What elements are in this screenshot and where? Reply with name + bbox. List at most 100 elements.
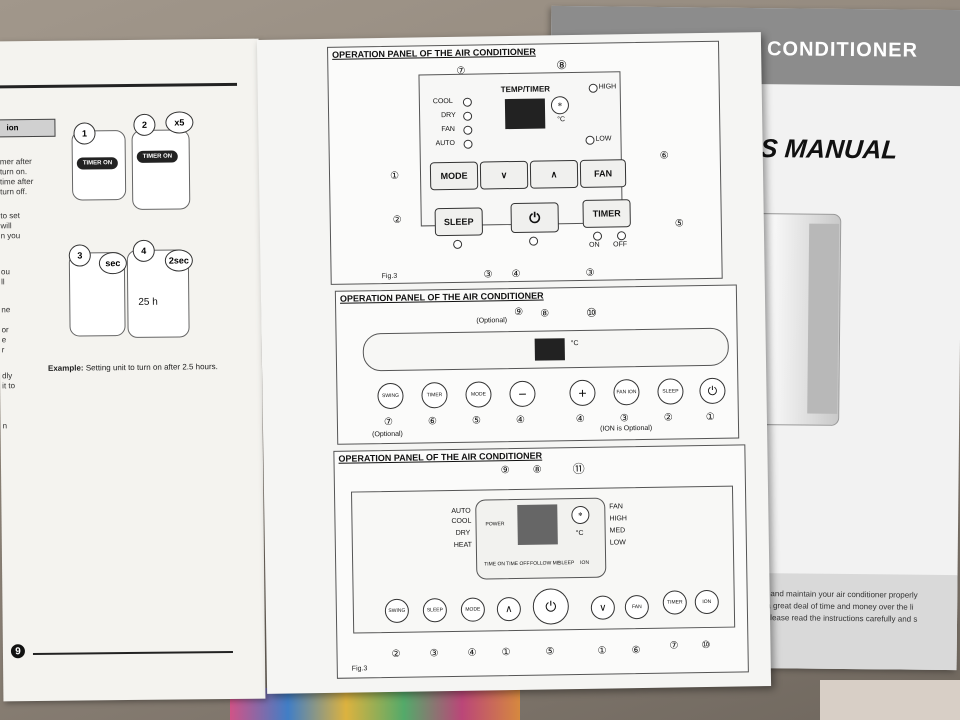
low-label: LOW bbox=[595, 135, 612, 143]
callout-1: ① bbox=[501, 647, 511, 659]
callout-6: ⑥ bbox=[427, 416, 437, 428]
callout-8: ⑧ bbox=[556, 58, 568, 73]
callout-4: ④ bbox=[515, 414, 525, 426]
fan-ion-button[interactable]: FAN ION bbox=[613, 379, 640, 406]
step-badge: 3 bbox=[68, 244, 91, 267]
ion-optional-note: (ION is Optional) bbox=[599, 424, 653, 433]
callout-4: ④ bbox=[467, 647, 477, 659]
text-fragment: dly bbox=[2, 371, 13, 381]
text-fragment: ll bbox=[1, 277, 5, 287]
callout-10: ⑩ bbox=[701, 639, 711, 652]
callout-1: ① bbox=[705, 411, 715, 423]
indicator-time-on: TIME ON bbox=[484, 561, 506, 568]
page-number: 9 bbox=[10, 644, 26, 659]
section-tab: ion bbox=[0, 118, 56, 138]
mode-label-dry: DRY bbox=[441, 111, 456, 120]
mode-button[interactable]: MODE bbox=[465, 381, 492, 408]
callout-6: ⑥ bbox=[631, 645, 641, 657]
led-low bbox=[585, 135, 595, 145]
panel-3: OPERATION PANEL OF THE AIR CONDITIONER ⑨… bbox=[333, 444, 749, 679]
timer-button[interactable]: TIMER bbox=[582, 199, 631, 228]
callout-7: ⑦ bbox=[383, 416, 393, 429]
led-timer-on bbox=[592, 231, 603, 241]
panel-title: OPERATION PANEL OF THE AIR CONDITIONER bbox=[332, 46, 536, 60]
panel-1: OPERATION PANEL OF THE AIR CONDITIONER C… bbox=[327, 40, 723, 285]
temp-timer-label: TEMP/TIMER bbox=[500, 84, 551, 95]
top-rule bbox=[0, 82, 238, 89]
example-label: Example: bbox=[47, 363, 84, 373]
led-cool bbox=[462, 97, 472, 107]
text-fragment: ou bbox=[0, 267, 10, 277]
led-sleep bbox=[453, 239, 463, 249]
led-high bbox=[588, 83, 598, 93]
fan-med-label: MED bbox=[609, 527, 626, 535]
intro-line: ct, please read the instructions careful… bbox=[755, 613, 918, 624]
sleep-button[interactable]: SLEEP bbox=[657, 378, 684, 405]
callout-2: ② bbox=[392, 214, 402, 226]
optional-note: (Optional) bbox=[476, 317, 508, 325]
callout-1: ① bbox=[389, 170, 400, 182]
callout-3: ③ bbox=[429, 648, 439, 660]
panel-2: OPERATION PANEL OF THE AIR CONDITIONER (… bbox=[334, 284, 740, 445]
swing-button[interactable]: SWING bbox=[377, 382, 404, 410]
callout-1b: ① bbox=[597, 645, 607, 657]
power-indicator-label: POWER bbox=[485, 521, 505, 528]
led-fan bbox=[463, 125, 473, 135]
power-button[interactable]: ⏻ bbox=[699, 377, 726, 405]
temp-display bbox=[504, 98, 546, 130]
text-fragment: mer after bbox=[0, 157, 32, 167]
mode-label-cool: COOL bbox=[432, 97, 453, 106]
mode-label-fan: FAN bbox=[441, 125, 456, 134]
callout-9: ⑨ bbox=[514, 306, 524, 318]
celsius-label: °C bbox=[575, 529, 584, 538]
text-fragment: n bbox=[2, 421, 8, 431]
display-readout: 25 h bbox=[138, 296, 158, 308]
text-fragment: n you bbox=[0, 231, 21, 241]
mode-label-auto: AUTO bbox=[451, 507, 471, 516]
instruction-sheet: OPERATION PANEL OF THE AIR CONDITIONER C… bbox=[256, 32, 772, 694]
mode-label-cool: COOL bbox=[451, 517, 472, 526]
panel-title: OPERATION PANEL OF THE AIR CONDITIONER bbox=[338, 450, 543, 464]
mode-button[interactable]: MODE bbox=[429, 161, 479, 191]
celsius-label: °C bbox=[557, 116, 566, 124]
led-power bbox=[529, 236, 539, 246]
text-fragment: r bbox=[1, 345, 5, 355]
high-label: HIGH bbox=[598, 83, 617, 91]
power-button[interactable]: ⏻ bbox=[510, 202, 559, 234]
fan-button[interactable]: FAN bbox=[579, 159, 627, 188]
callout-11: ⑪ bbox=[572, 461, 585, 477]
timer-on-button: TIMER ON bbox=[136, 150, 179, 163]
text-fragment: or bbox=[1, 325, 9, 335]
timer-button[interactable]: TIMER bbox=[421, 382, 448, 409]
led-auto bbox=[463, 139, 473, 149]
timer-on-button: TIMER ON bbox=[76, 157, 119, 170]
timer-off-label: OFF bbox=[613, 241, 628, 249]
indicator-sleep: SLEEP bbox=[558, 560, 575, 567]
figure-caption: Fig.3 bbox=[351, 665, 368, 673]
callout-5: ⑤ bbox=[545, 646, 555, 658]
callout-2: ② bbox=[391, 648, 401, 660]
down-button[interactable]: ∨ bbox=[479, 160, 529, 190]
led-dry bbox=[463, 111, 473, 121]
mode-label-auto: AUTO bbox=[435, 139, 455, 148]
mode-label-dry: DRY bbox=[455, 529, 471, 537]
indicator-follow-me: FOLLOW ME bbox=[530, 560, 561, 567]
bottom-rule bbox=[32, 650, 233, 656]
callout-4b: ④ bbox=[575, 413, 585, 426]
fan-high-label: HIGH bbox=[609, 515, 628, 523]
step-2-illustration: TIMER ON bbox=[131, 129, 191, 210]
optional-note: (Optional) bbox=[372, 430, 403, 439]
up-button[interactable]: ∧ bbox=[529, 159, 579, 189]
left-booklet-page: ion mer after turn on. time after turn o… bbox=[0, 38, 266, 702]
plus-button[interactable]: + bbox=[569, 379, 596, 407]
callout-6: ⑥ bbox=[659, 150, 669, 162]
callout-5: ⑤ bbox=[674, 218, 684, 230]
minus-button[interactable]: − bbox=[509, 380, 536, 408]
callout-7: ⑦ bbox=[669, 640, 679, 652]
sleep-button[interactable]: SLEEP bbox=[434, 207, 483, 237]
indicator-ion: ION bbox=[580, 559, 590, 566]
celsius-label: °C bbox=[570, 339, 579, 348]
fan-low-label: LOW bbox=[609, 539, 626, 547]
callout-7: ⑦ bbox=[456, 65, 466, 77]
example-text: Setting unit to turn on after 2.5 hours. bbox=[85, 362, 218, 373]
